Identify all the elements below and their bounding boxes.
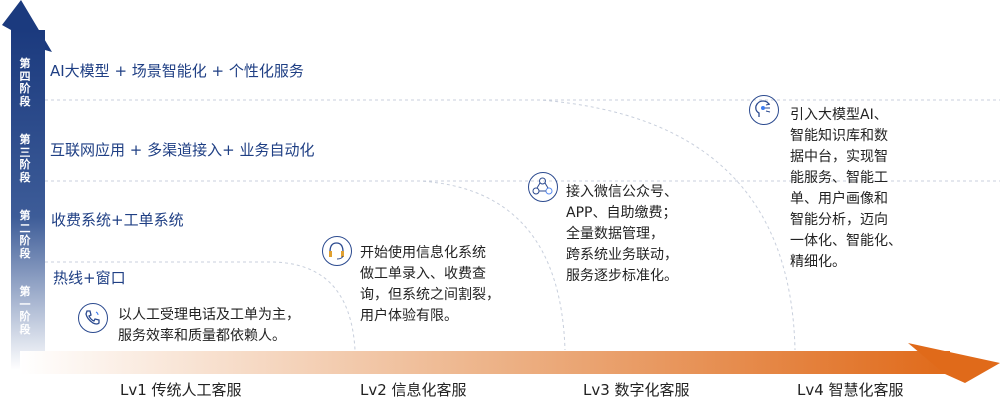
- level-4-label: Lv4 智慧化客服: [797, 381, 904, 399]
- stage-label-4: 第四阶段: [19, 57, 31, 108]
- desc-line: 服务效率和质量都依赖人。: [118, 328, 286, 344]
- desc-line: 跨系统业务联动，: [566, 247, 678, 263]
- headset-icon: [322, 236, 352, 266]
- desc-line: 做工单录入、收费查: [360, 266, 486, 282]
- desc-line: 一体化、智能化、: [790, 233, 902, 249]
- stage-1-heading: 热线+窗口: [53, 269, 126, 287]
- ai-head-icon: [749, 95, 779, 125]
- lv3-description: 接入微信公众号、 APP、自助缴费； 全量数据管理， 跨系统业务联动， 服务逐步…: [566, 182, 678, 287]
- phone-icon: [78, 303, 108, 333]
- desc-line: 智能知识库和数: [790, 128, 888, 144]
- desc-line: 能服务、智能工: [790, 170, 888, 186]
- level-1-label: Lv1 传统人工客服: [120, 381, 242, 399]
- level-2-label: Lv2 信息化客服: [360, 381, 467, 399]
- stage-label-1: 第一阶段: [19, 285, 31, 336]
- desc-line: 服务逐步标准化。: [566, 268, 678, 284]
- desc-line: 开始使用信息化系统: [360, 245, 486, 261]
- desc-line: 接入微信公众号、: [566, 184, 678, 200]
- desc-line: 引入大模型AI、: [790, 107, 888, 123]
- desc-line: 全量数据管理，: [566, 226, 664, 242]
- stage-3-heading: 互联网应用 + 多渠道接入+ 业务自动化: [50, 141, 315, 159]
- stage-divider-lines: [45, 99, 1000, 351]
- desc-line: 据中台，实现智: [790, 149, 888, 165]
- desc-line: 单、用户画像和: [790, 191, 888, 207]
- stage-label-2: 第二阶段: [19, 209, 31, 260]
- desc-line: 智能分析，迈向: [790, 212, 888, 228]
- stage-label-3: 第三阶段: [19, 133, 31, 184]
- vertical-arrow: [2, 0, 52, 370]
- lv2-description: 开始使用信息化系统 做工单录入、收费查 询，但系统之间割裂， 用户体验有限。: [360, 243, 500, 327]
- desc-line: 以人工受理电话及工单为主，: [118, 307, 300, 323]
- level-3-label: Lv3 数字化客服: [583, 381, 690, 399]
- stage-4-heading: AI大模型 + 场景智能化 + 个性化服务: [50, 62, 304, 80]
- lv1-description: 以人工受理电话及工单为主， 服务效率和质量都依赖人。: [118, 305, 300, 347]
- stage-2-heading: 收费系统+工单系统: [51, 211, 184, 229]
- horizontal-arrow: [20, 343, 1000, 383]
- desc-line: 询，但系统之间割裂，: [360, 287, 500, 303]
- desc-line: 精细化。: [790, 254, 846, 270]
- desc-line: APP、自助缴费；: [566, 205, 677, 221]
- desc-line: 用户体验有限。: [360, 308, 458, 324]
- network-icon: [528, 172, 558, 202]
- lv4-description: 引入大模型AI、 智能知识库和数 据中台，实现智 能服务、智能工 单、用户画像和…: [790, 105, 902, 273]
